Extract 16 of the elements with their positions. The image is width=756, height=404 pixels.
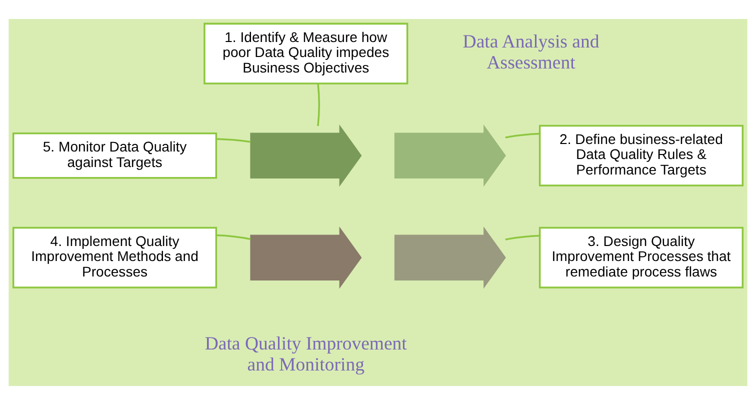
node-box: 5. Monitor Data Quality against Targets bbox=[12, 132, 218, 178]
connector bbox=[216, 234, 251, 240]
node-arrow bbox=[250, 226, 362, 288]
connector bbox=[505, 132, 540, 138]
node-arrow bbox=[250, 124, 362, 186]
node-box: 3. Design Quality Improvement Processes that remediate process flaws bbox=[538, 226, 744, 288]
label: Data Quality Improvement and Monitoring bbox=[204, 332, 407, 376]
connector bbox=[505, 234, 540, 240]
connector bbox=[317, 83, 320, 126]
label: Data Analysis and Assessment bbox=[462, 30, 600, 74]
node-box: 1. Identify & Measure how poor Data Quality impedes Business Objectives bbox=[204, 22, 408, 84]
node-box: 4. Implement Quality Improvement Methods and Processes bbox=[12, 226, 218, 288]
connector bbox=[216, 138, 251, 142]
node-arrow bbox=[394, 124, 506, 186]
node-box: 2. Define business-related Data Quality Rules & Performance Targets bbox=[538, 124, 744, 186]
node-arrow bbox=[394, 226, 506, 288]
